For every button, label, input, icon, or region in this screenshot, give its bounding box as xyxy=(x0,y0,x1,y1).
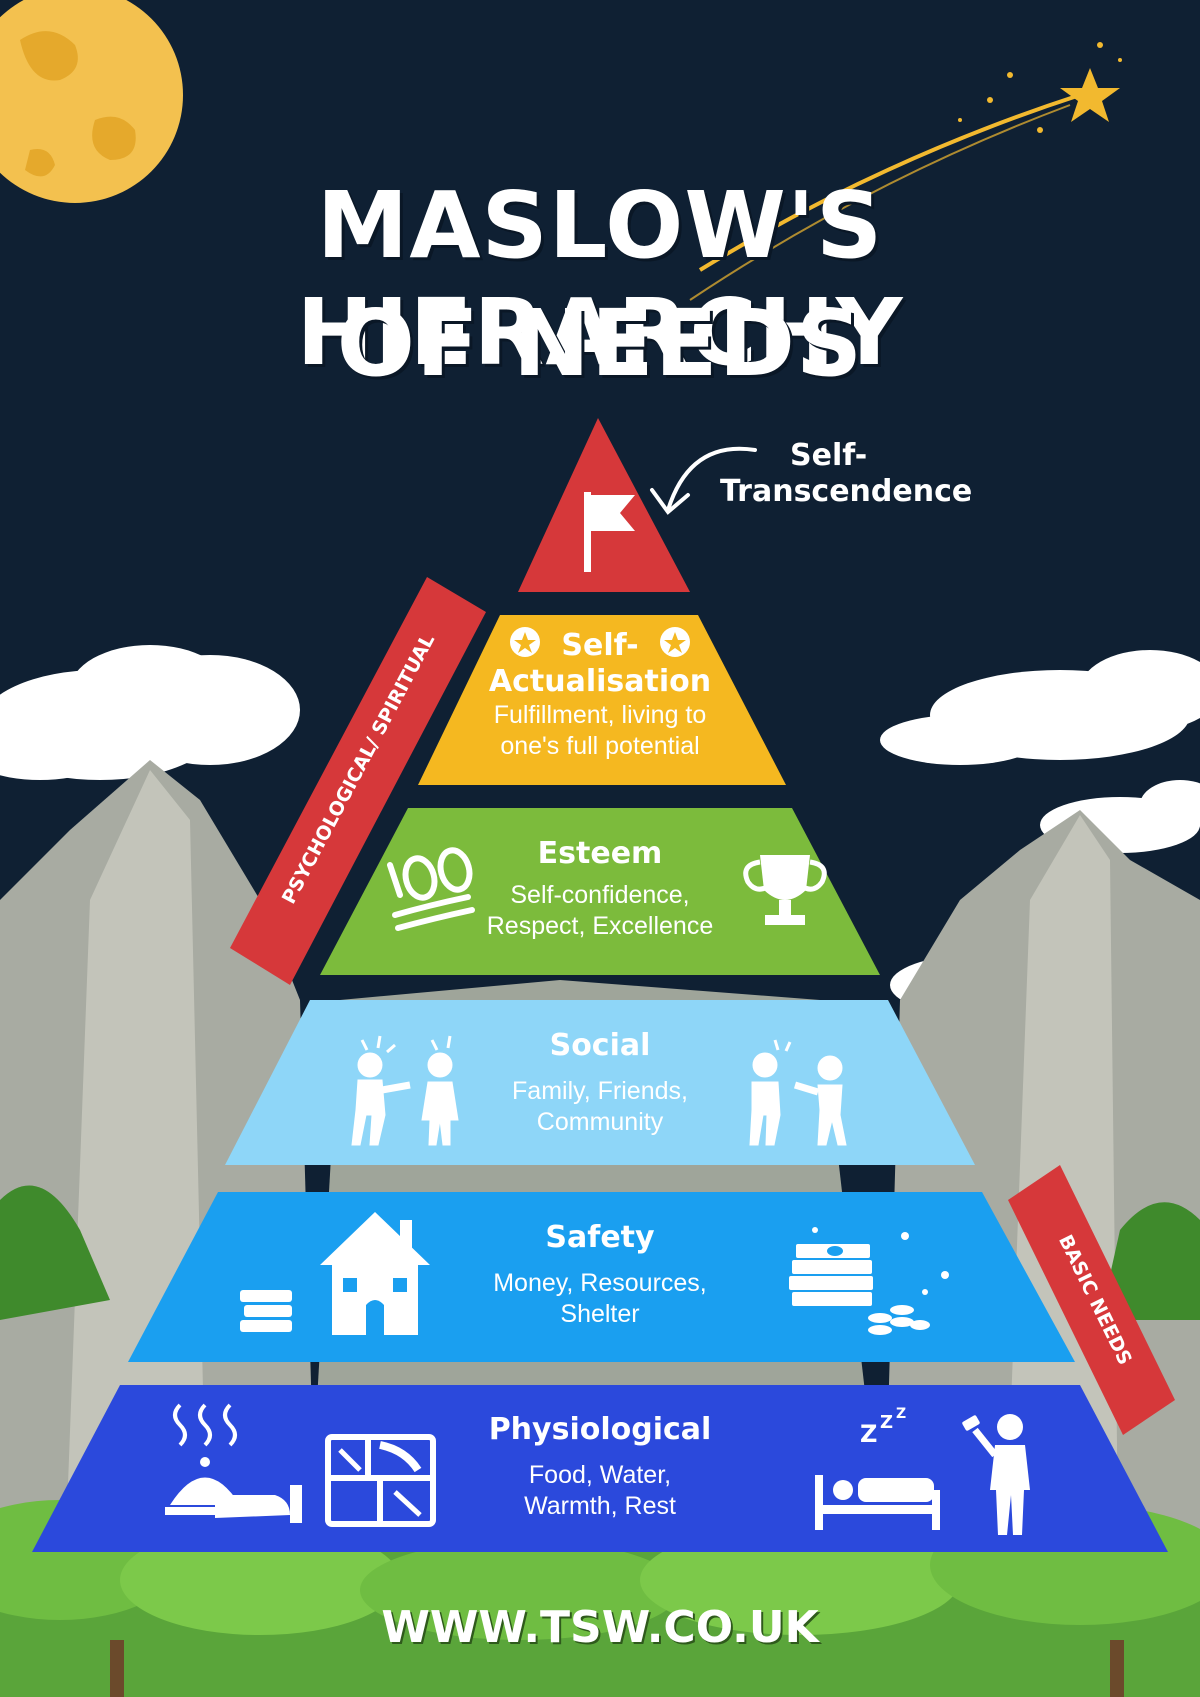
hundred-points-icon xyxy=(387,847,475,931)
svg-text:Z: Z xyxy=(860,1420,877,1448)
money-coins-icon xyxy=(789,1227,949,1335)
trophy-icon xyxy=(743,855,827,925)
physiological-name: Physiological xyxy=(488,1412,712,1447)
food-cloche-icon xyxy=(165,1403,302,1523)
svg-text:Z: Z xyxy=(896,1406,906,1422)
esteem-text: Esteem Self-confidence, Respect, Excelle… xyxy=(440,836,760,942)
arguing-people-icon xyxy=(351,1035,459,1146)
social-name: Social xyxy=(549,1028,651,1063)
physiological-desc-line1: Food, Water, xyxy=(528,1461,672,1489)
self-actualisation-text: Self- Actualisation Fulfillment, living … xyxy=(440,628,760,762)
self-actualisation-name-line1: Self- xyxy=(561,628,639,663)
physiological-text: Physiological Food, Water, Warmth, Rest xyxy=(440,1412,760,1522)
self-actualisation-desc-line2: one's full potential xyxy=(500,732,700,760)
footer-url: WWW.TSW.CO.UK xyxy=(381,1602,819,1653)
shooting-star-icon xyxy=(689,42,1122,301)
friends-greeting-icon xyxy=(749,1039,847,1146)
safety-desc-line1: Money, Resources, xyxy=(493,1269,707,1297)
self-transcendence-line2: Transcendence xyxy=(720,474,973,509)
books-icon xyxy=(240,1290,292,1332)
self-transcendence-label: Self- Transcendence xyxy=(705,438,973,510)
person-drinking-icon xyxy=(962,1414,1030,1535)
social-desc-line2: Community xyxy=(536,1108,664,1136)
esteem-desc-line2: Respect, Excellence xyxy=(486,912,714,940)
esteem-desc-line1: Self-confidence, xyxy=(510,881,690,909)
self-actualisation-name-line2: Actualisation xyxy=(488,664,712,699)
safety-name: Safety xyxy=(545,1220,655,1255)
lunch-tray-icon xyxy=(325,1434,436,1527)
house-icon xyxy=(320,1212,430,1335)
moon-icon xyxy=(0,0,183,203)
self-actualisation-desc-line1: Fulfillment, living to xyxy=(493,701,707,729)
self-transcendence-line1: Self- xyxy=(790,438,868,473)
social-text: Social Family, Friends, Community xyxy=(440,1028,760,1138)
sleeping-bed-icon: Z Z Z xyxy=(815,1406,940,1530)
ribbon-psychological-spiritual xyxy=(230,577,486,985)
title-line-1: MASLOW'S HIERARCHY xyxy=(296,172,904,386)
safety-desc-line2: Shelter xyxy=(560,1300,640,1328)
curved-arrow-icon xyxy=(650,446,757,515)
svg-text:Z: Z xyxy=(880,1412,893,1433)
forest xyxy=(0,1185,1200,1697)
level-self-actualisation xyxy=(418,615,786,785)
title-line-2: OF NEEDS xyxy=(336,290,864,397)
flag-icon xyxy=(584,492,635,572)
safety-text: Safety Money, Resources, Shelter xyxy=(440,1220,760,1330)
ribbon-basic-needs xyxy=(1008,1165,1175,1435)
physiological-desc-line2: Warmth, Rest xyxy=(524,1492,676,1520)
level-social xyxy=(225,1000,975,1165)
social-desc-line1: Family, Friends, xyxy=(512,1077,688,1105)
star-badge-icon xyxy=(510,627,690,657)
esteem-name: Esteem xyxy=(537,836,663,871)
